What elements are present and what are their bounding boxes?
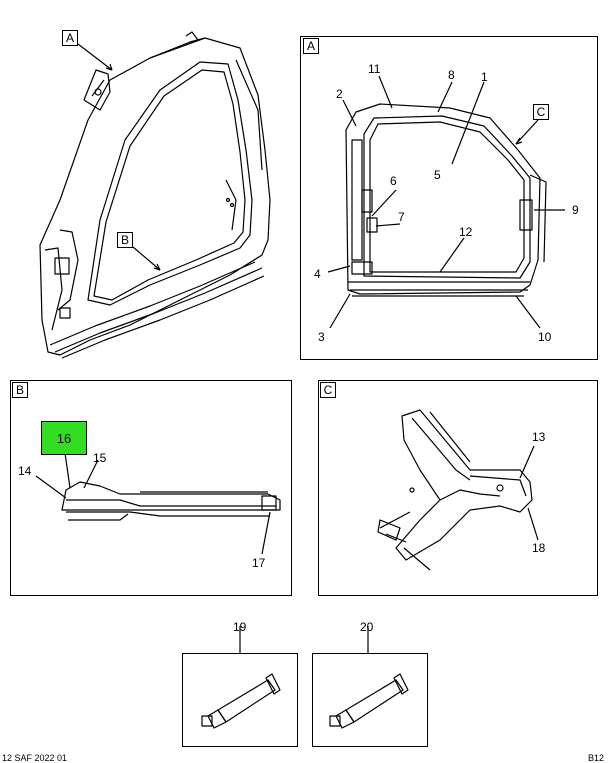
view-b-rocker-drawing bbox=[35, 445, 281, 555]
tube-20-drawing bbox=[329, 626, 409, 729]
callout-8: 8 bbox=[448, 68, 455, 82]
callout-12: 12 bbox=[459, 225, 473, 239]
callout-17: 17 bbox=[252, 556, 266, 570]
callout-13: 13 bbox=[532, 430, 546, 444]
panel-tube-19 bbox=[182, 653, 298, 747]
view-c-junction-drawing bbox=[377, 409, 539, 571]
callout-11: 11 bbox=[368, 62, 381, 76]
callout-10: 10 bbox=[538, 330, 552, 344]
callout-6: 6 bbox=[390, 174, 397, 188]
view-tag-a-main: A bbox=[62, 30, 78, 46]
panel-view-b bbox=[10, 380, 292, 596]
callout-19: 19 bbox=[233, 620, 247, 634]
tube-19-drawing bbox=[201, 626, 281, 729]
callout-14: 14 bbox=[18, 464, 32, 478]
panel-view-a bbox=[300, 36, 598, 360]
panel-tube-20 bbox=[312, 653, 428, 747]
callout-5: 5 bbox=[434, 168, 441, 182]
highlighted-callout-16: 16 bbox=[41, 421, 87, 455]
view-tag-a-panel: A bbox=[303, 38, 319, 54]
callout-20: 20 bbox=[360, 620, 374, 634]
callout-3: 3 bbox=[318, 330, 325, 344]
view-tag-c-panel: C bbox=[320, 382, 336, 398]
callout-9: 9 bbox=[572, 203, 579, 217]
callout-18: 18 bbox=[532, 541, 546, 555]
callout-7: 7 bbox=[398, 210, 405, 224]
callout-2: 2 bbox=[336, 87, 343, 101]
callout-1: 1 bbox=[481, 70, 488, 84]
callout-4: 4 bbox=[314, 267, 321, 281]
body-side-outer-main-view bbox=[39, 31, 271, 359]
view-a-inner-drawing bbox=[327, 75, 565, 329]
panel-view-c bbox=[318, 380, 598, 596]
view-tag-b-main: B bbox=[117, 232, 133, 248]
view-tag-b-panel: B bbox=[12, 382, 28, 398]
footer-drawing-id: 12 SAF 2022 01 bbox=[2, 753, 68, 763]
footer-page-ref: B12 bbox=[588, 753, 605, 763]
callout-15: 15 bbox=[93, 451, 107, 465]
view-tag-c-inset: C bbox=[533, 104, 549, 120]
